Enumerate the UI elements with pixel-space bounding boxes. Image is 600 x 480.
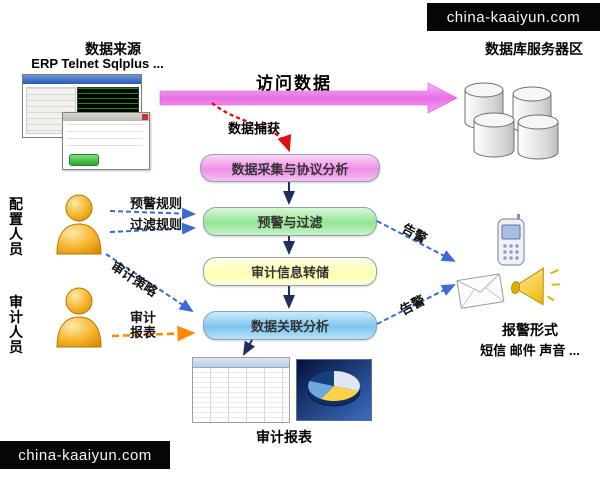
data-source-title: 数据来源 (85, 41, 141, 57)
box-audit-info-dump: 审计信息转储 (203, 257, 377, 286)
alarm-forms-title: 报警形式 (502, 322, 558, 338)
mail-envelope-icon (456, 273, 505, 309)
audit-report-request-label: 审计报表 (130, 310, 157, 340)
config-staff-person-icon (56, 194, 102, 255)
audit-staff-person-icon (56, 287, 102, 348)
data-capture-label: 数据捕获 (228, 121, 281, 136)
alarm-methods-label: 短信 邮件 声音 ... (480, 343, 580, 358)
source-screenshots (22, 70, 150, 170)
source-dialog-screenshot (62, 112, 150, 170)
window-titlebar (23, 75, 141, 84)
alert-upper-label: 告警 (399, 220, 430, 247)
arrow-analyze-to-report (243, 339, 256, 356)
actor-label-config-staff: 配置人员 (9, 196, 23, 258)
report-caption: 审计报表 (256, 429, 312, 445)
box-data-collection-protocol-analysis: 数据采集与协议分析 (200, 154, 380, 182)
close-icon (142, 114, 148, 120)
filter-rules-label: 过滤规则 (130, 217, 183, 232)
warning-rules-label: 预警规则 (130, 196, 183, 211)
box-data-correlation-analysis: 数据关联分析 (203, 311, 377, 340)
database-zone-title: 数据库服务器区 (485, 41, 583, 57)
alert-lower-label: 告警 (397, 292, 428, 318)
dialog-content (67, 124, 143, 150)
window-form-pane (26, 87, 76, 134)
box-warning-and-filtering: 预警与过滤 (203, 207, 377, 236)
data-source-apps: ERP Telnet Sqlplus ... (31, 56, 164, 71)
database-cylinders-icon (464, 82, 559, 160)
audit-report-table-screenshot (192, 357, 290, 423)
access-data-label: 访问数据 (256, 74, 332, 93)
dialog-titlebar (63, 113, 149, 121)
watermark-top-right: china-kaaiyun.com (427, 3, 600, 31)
audit-report-pie-chart-screenshot (296, 359, 372, 421)
actor-label-audit-staff: 审计人员 (9, 294, 23, 356)
audit-policy-label: 审计策略 (108, 258, 160, 300)
mobile-phone-icon (497, 214, 525, 266)
watermark-bottom-left: china-kaaiyun.com (0, 441, 170, 469)
sound-speaker-icon (511, 267, 560, 306)
dialog-green-button (69, 154, 99, 166)
